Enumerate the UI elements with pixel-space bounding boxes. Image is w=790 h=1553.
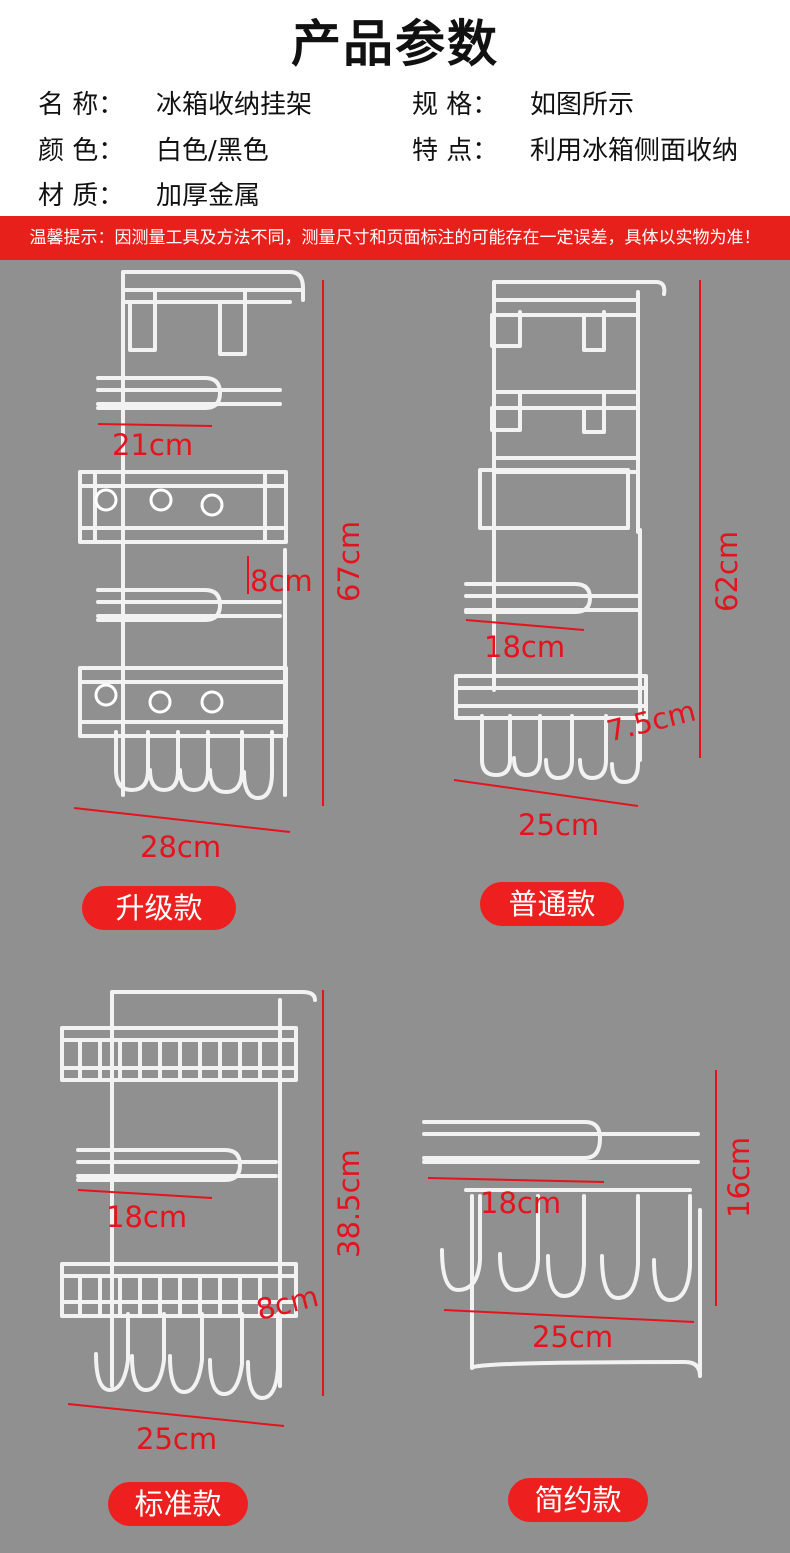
height-label: 38.5cm	[332, 1149, 366, 1258]
spec-material: 材 质： 加厚金属	[38, 175, 260, 212]
page-title: 产品参数	[291, 15, 499, 73]
spec-size-key: 规 格：	[412, 90, 499, 120]
spec-feature: 特 点： 利用冰箱侧面收纳	[412, 130, 738, 167]
rail-length-label: 18cm	[480, 1186, 562, 1220]
spec-material-key: 材 质：	[38, 181, 125, 211]
height-label: 16cm	[722, 1136, 756, 1218]
dimension-lines	[67, 280, 717, 1427]
width-label: 25cm	[518, 808, 600, 842]
width-label: 28cm	[140, 830, 222, 864]
rail-length-label: 18cm	[484, 630, 566, 664]
height-label: 62cm	[710, 530, 744, 612]
rail-length-label: 18cm	[106, 1200, 188, 1234]
spec-size: 规 格： 如图所示	[412, 84, 634, 121]
spec-size-value: 如图所示	[530, 90, 635, 120]
product-label-simple: 简约款	[508, 1478, 648, 1522]
height-label: 67cm	[332, 520, 366, 602]
width-label: 25cm	[136, 1422, 218, 1456]
rail-length-label: 21cm	[112, 428, 194, 462]
spec-name: 名 称： 冰箱收纳挂架	[38, 84, 312, 121]
spec-color: 颜 色： 白色/黑色	[38, 130, 269, 167]
notice-banner: 温馨提示：因测量工具及方法不同，测量尺寸和页面标注的可能存在一定误差，具体以实物…	[0, 216, 790, 260]
spec-color-key: 颜 色：	[38, 136, 125, 166]
product-label-upgraded: 升级款	[82, 886, 236, 930]
rack-upgraded-image	[78, 270, 305, 800]
depth-label: 8cm	[250, 564, 313, 598]
rack-standard-image	[60, 990, 317, 1400]
spec-material-value: 加厚金属	[156, 181, 261, 211]
rack-regular-image	[454, 280, 667, 784]
product-label-standard: 标准款	[108, 1482, 248, 1526]
spec-name-key: 名 称：	[38, 90, 125, 120]
spec-color-value: 白色/黑色	[156, 136, 269, 166]
spec-feature-value: 利用冰箱侧面收纳	[530, 136, 739, 166]
rack-simple-image	[422, 1120, 702, 1378]
width-label: 25cm	[532, 1320, 614, 1354]
spec-feature-key: 特 点：	[412, 136, 499, 166]
spec-name-value: 冰箱收纳挂架	[156, 90, 313, 120]
product-label-regular: 普通款	[480, 882, 624, 926]
